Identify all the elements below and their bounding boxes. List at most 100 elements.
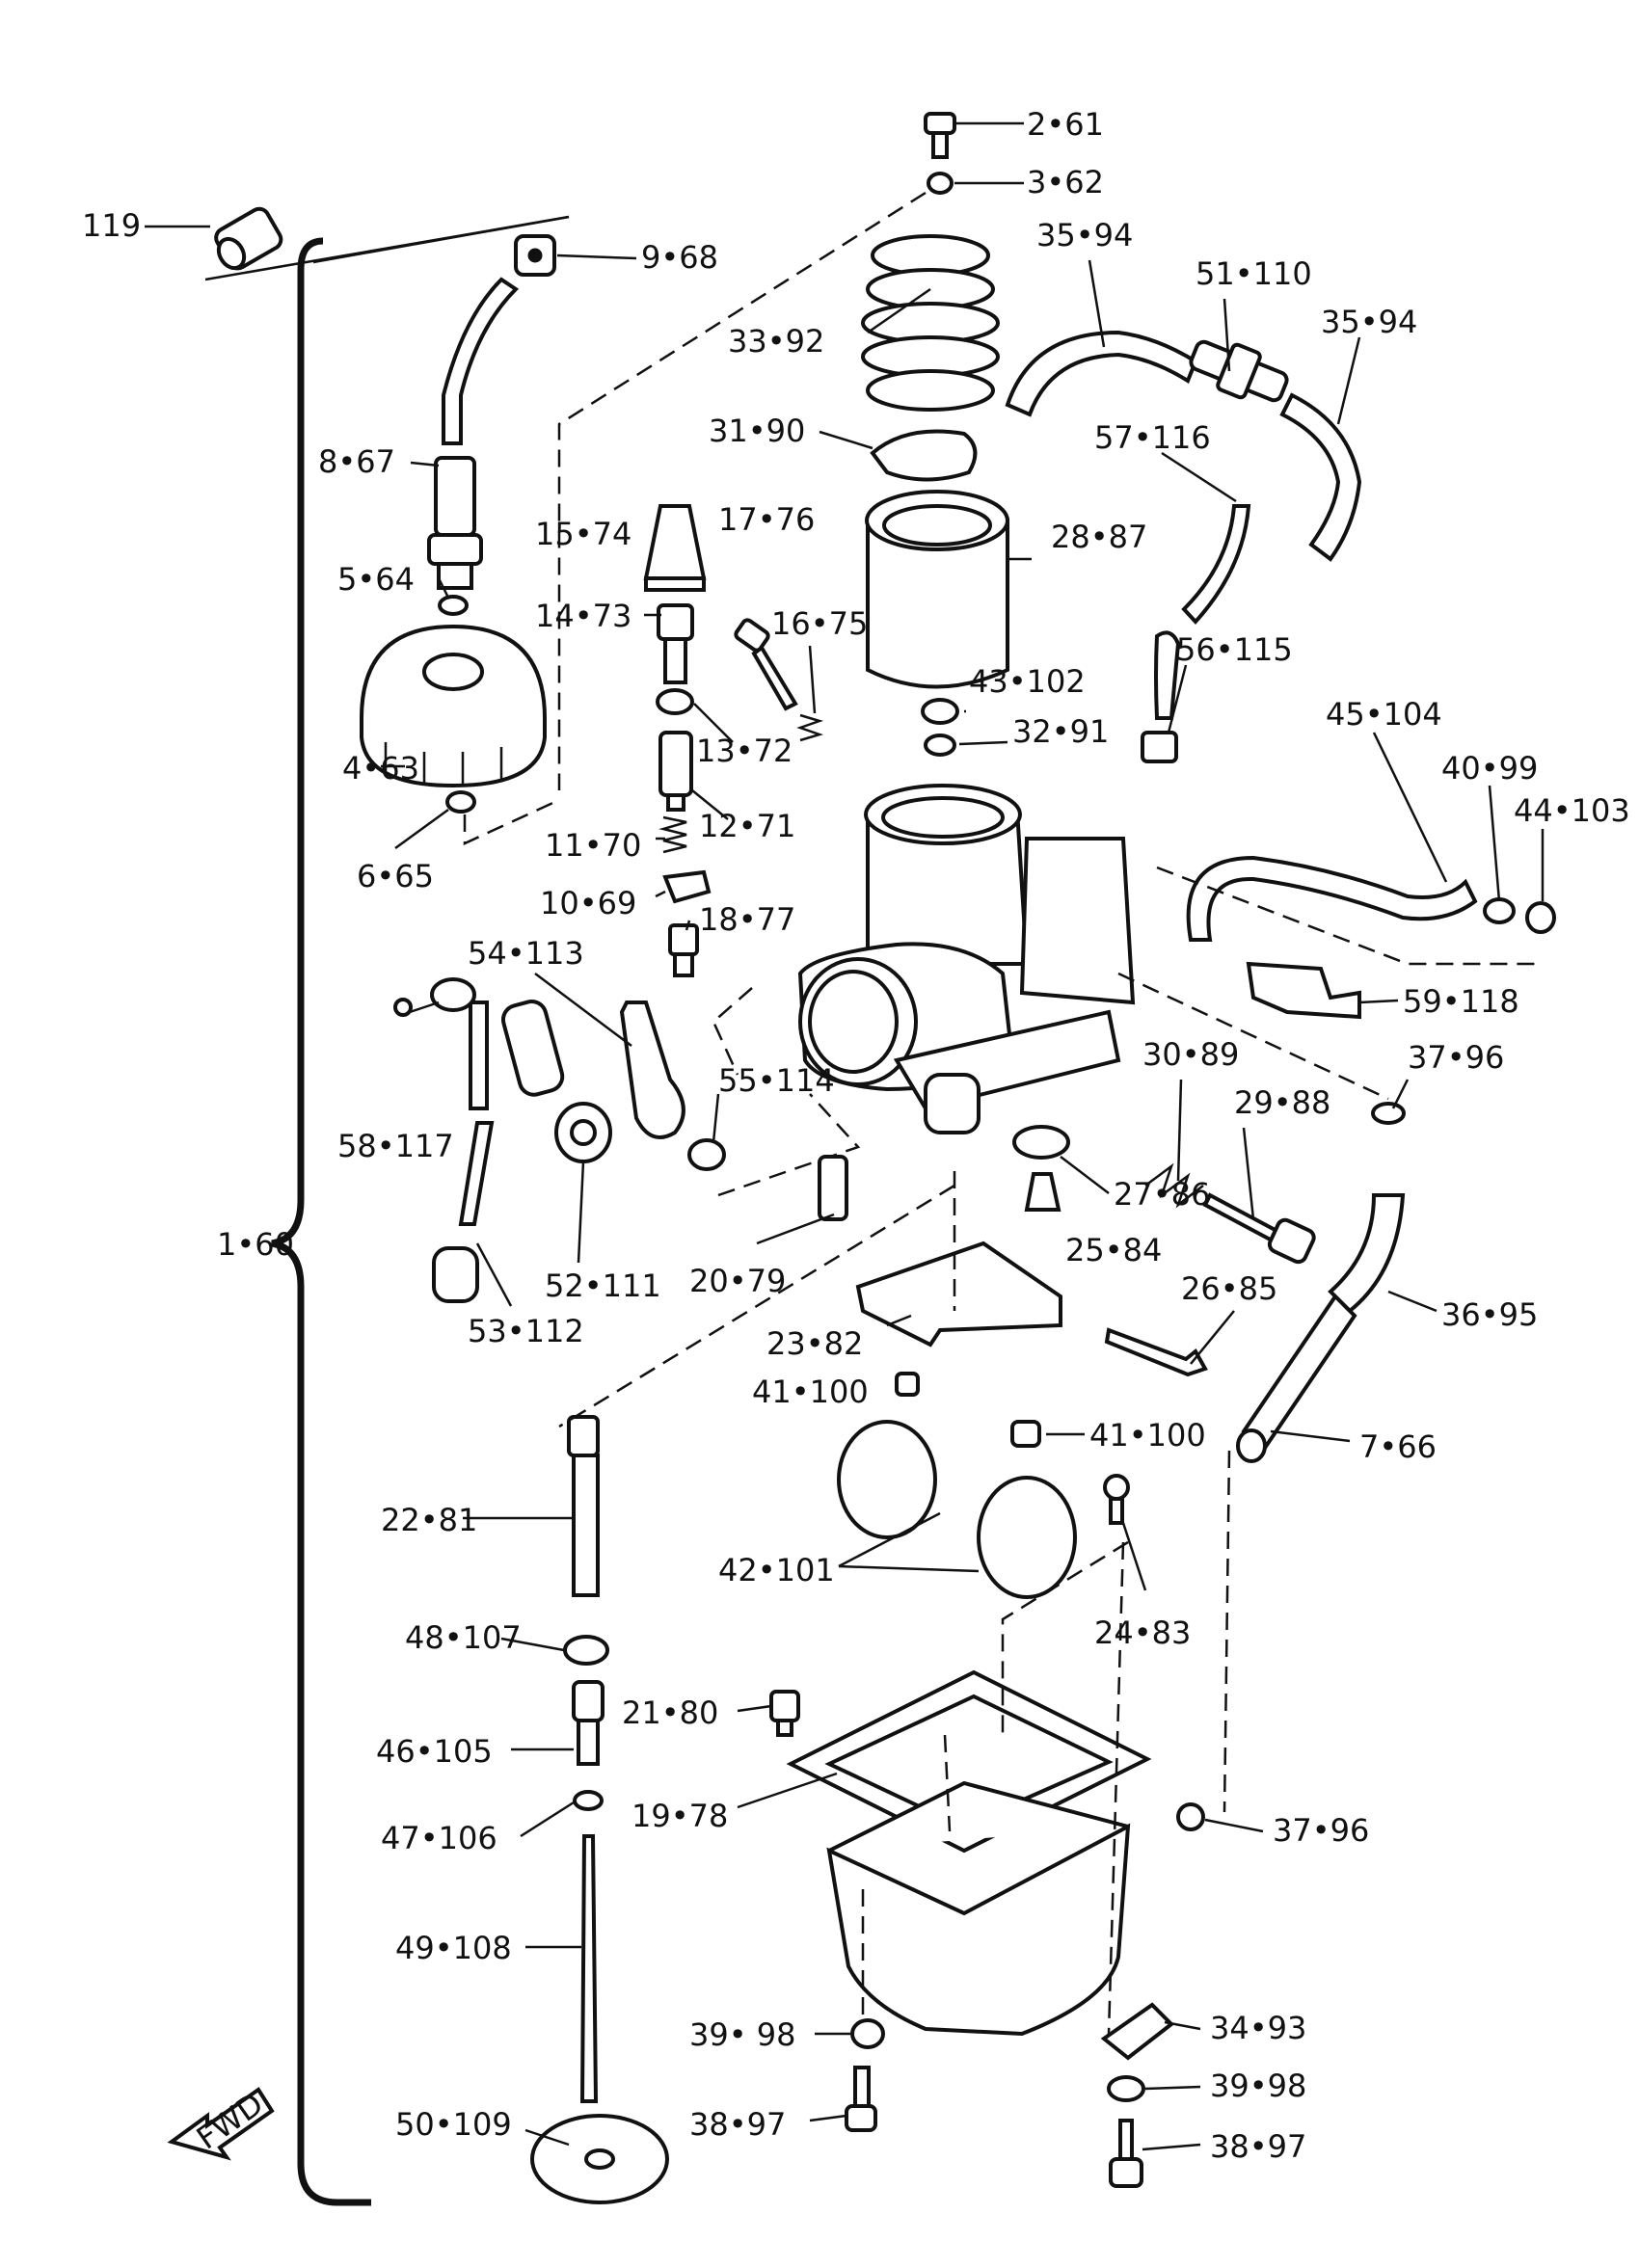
- hose-35-94-right: [1279, 392, 1362, 562]
- label-31-90: 31•90: [709, 413, 805, 449]
- label-45-104: 45•104: [1326, 696, 1442, 733]
- clamp-37-96-bottom: [1176, 1802, 1205, 1831]
- spring-11-70: [658, 815, 687, 854]
- label-5-64: 5•64: [337, 561, 415, 598]
- clip-10-69: [662, 869, 712, 904]
- cable-adjuster-52-111: [500, 1000, 612, 1163]
- label-18-77: 18•77: [699, 901, 795, 938]
- label-1-60: 1•60: [217, 1226, 294, 1263]
- label-23-82: 23•82: [766, 1325, 863, 1362]
- plunger-12-71: [658, 731, 693, 812]
- label-40-99: 40•99: [1441, 750, 1538, 787]
- ring-55-114: [687, 1138, 726, 1171]
- label-15-74: 15•74: [535, 516, 631, 552]
- o-ring-47-106: [573, 1790, 604, 1811]
- label-8-67: 8•67: [318, 443, 395, 480]
- washer-39-98-right: [1107, 2075, 1145, 2102]
- label-54-113: 54•113: [468, 935, 584, 972]
- spring-30-89: [1144, 1162, 1204, 1209]
- label-53-112: 53•112: [468, 1313, 584, 1349]
- assembly-brace: [271, 237, 371, 2206]
- bracket-59-118: [1246, 961, 1361, 1020]
- cap-44-103: [1525, 901, 1556, 934]
- needle-49-108: [579, 1834, 599, 2103]
- label-36-95: 36•95: [1441, 1296, 1538, 1333]
- label-51-110: 51•110: [1196, 255, 1312, 292]
- label-27-86: 27•86: [1114, 1176, 1210, 1213]
- screw-38-97-right: [1109, 2119, 1143, 2188]
- label-7-66: 7•66: [1359, 1428, 1437, 1465]
- label-13-72: 13•72: [696, 733, 793, 769]
- cap-4-63: [360, 624, 547, 788]
- label-38-97b: 38•97: [1210, 2128, 1306, 2165]
- dash-6-65: [463, 798, 560, 845]
- seal-27-86: [1012, 1125, 1070, 1160]
- label-30-89: 30•89: [1142, 1036, 1239, 1073]
- label-34-93: 34•93: [1210, 2010, 1306, 2046]
- cable-53-112: [458, 1121, 495, 1226]
- jet-46-105: [572, 1680, 605, 1766]
- jet-18-77: [668, 923, 699, 977]
- hose-35-94-left: [1005, 330, 1198, 417]
- seal-43-102: [921, 698, 959, 725]
- label-43-102: 43•102: [969, 663, 1086, 700]
- pin-26-85: [1104, 1327, 1208, 1377]
- label-28-87: 28•87: [1051, 519, 1147, 555]
- clamp-37-96-top: [1371, 1102, 1406, 1125]
- nut-14-73: [657, 603, 694, 684]
- label-17-76: 17•76: [718, 501, 815, 538]
- label-57-116: 57•116: [1094, 419, 1211, 456]
- pin-58-117: [393, 977, 476, 1017]
- label-38-97a: 38•97: [689, 2106, 786, 2143]
- label-56-115: 56•115: [1176, 631, 1293, 668]
- tube-57-116: [1181, 504, 1251, 625]
- screw-29-88: [1202, 1192, 1316, 1265]
- jet-25-84: [1024, 1172, 1061, 1212]
- label-59-118: 59•118: [1403, 983, 1519, 1020]
- label-39-98a: 39• 98: [689, 2016, 795, 2053]
- label-21-80: 21•80: [622, 1694, 718, 1731]
- fitting-51-110: [1189, 339, 1289, 403]
- screw-17-76: [734, 618, 798, 711]
- needle-41-100a: [895, 1372, 920, 1397]
- label-32-91: 32•91: [1012, 713, 1109, 750]
- cap-9-68: [514, 234, 556, 277]
- float-42-101-right: [977, 1476, 1077, 1599]
- spring-16-75: [796, 713, 824, 742]
- label-29-88: 29•88: [1234, 1084, 1330, 1121]
- tube-58-117: [469, 1001, 489, 1110]
- label-41-100a: 41•100: [752, 1374, 869, 1410]
- clip-32-91: [924, 734, 956, 757]
- dash-55-114: [712, 987, 861, 1197]
- part-labels: 2•61 3•62 119 9•68 35•94 51•110 35•94 33…: [82, 106, 1630, 2165]
- label-9-68: 9•68: [641, 239, 718, 276]
- label-12-71: 12•71: [699, 808, 795, 844]
- label-44-103: 44•103: [1514, 792, 1630, 829]
- label-11-70: 11•70: [545, 827, 641, 864]
- label-41-100b: 41•100: [1089, 1417, 1206, 1454]
- label-3-62: 3•62: [1027, 164, 1104, 200]
- label-24-83: 24•83: [1094, 1614, 1191, 1651]
- label-37-96b: 37•96: [1273, 1812, 1369, 1849]
- valve-28-87: [865, 490, 1009, 689]
- washer-48-107: [563, 1635, 609, 1666]
- label-47-106: 47•106: [381, 1820, 497, 1856]
- screw-21-80: [769, 1690, 800, 1737]
- float-bowl-19-78: [786, 1669, 1152, 2037]
- label-49-108: 49•108: [395, 1930, 512, 1966]
- label-14-73: 14•73: [535, 598, 631, 634]
- label-52-111: 52•111: [545, 1267, 661, 1304]
- label-33-92: 33•92: [728, 323, 824, 360]
- label-19-78: 19•78: [631, 1798, 728, 1834]
- spacer-119: [204, 206, 570, 281]
- label-50-109: 50•109: [395, 2106, 512, 2143]
- corrugated-7-66: [1241, 1293, 1357, 1454]
- label-48-107: 48•107: [405, 1619, 522, 1656]
- label-10-69: 10•69: [540, 885, 636, 921]
- o-ring-5-64: [438, 595, 469, 616]
- label-46-105: 46•105: [376, 1733, 493, 1770]
- label-35-94a: 35•94: [1036, 217, 1133, 253]
- carburetor-body: [797, 784, 1136, 1134]
- retainer-31-90: [870, 429, 978, 482]
